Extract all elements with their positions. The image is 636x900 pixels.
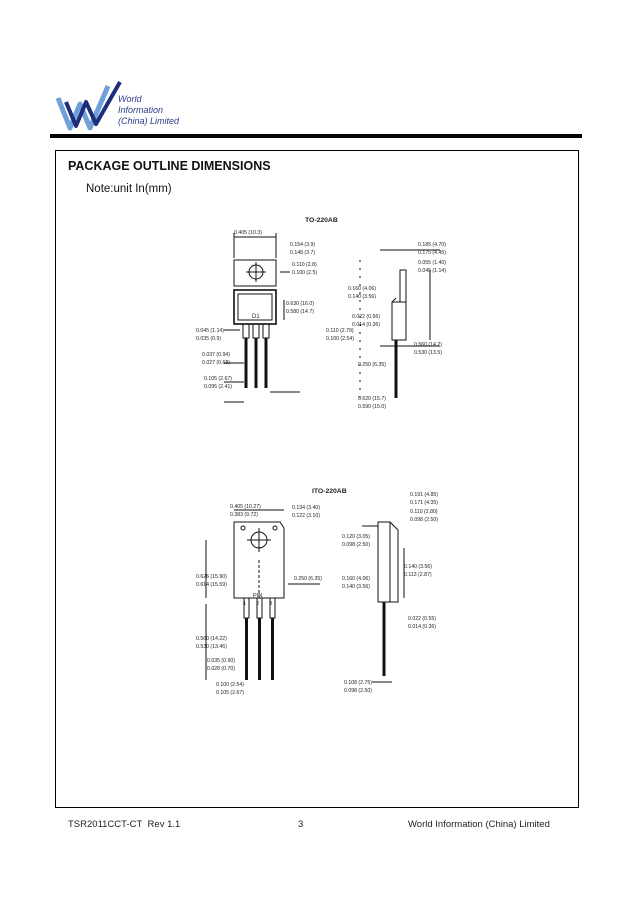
dim-label: 0.250 (6.35) [358,362,386,368]
dim-label: 0.160 (4.06) [342,576,370,582]
logo-line-2: Information [118,105,164,115]
dim-label: 0.140 (3.56) [348,294,376,300]
dim-label: 0.614 (15.59) [196,582,227,588]
to220-body-label: D1 [252,314,260,320]
wi-logo-icon [55,81,122,131]
logo-line-1: World [118,94,142,104]
dim-label: 0.105 (2.67) [204,376,232,382]
dim-label: 0.110 (2.8) [292,262,317,268]
dim-label: 0.530 (13.46) [196,644,227,650]
doc-id: TSR2011CCT-CT [68,819,143,830]
dim-label: 0.108 (2.75) [344,680,372,686]
dim-label: 0.037 (0.94) [202,352,230,358]
content-frame [55,150,579,808]
footer-company: World Information (China) Limited [408,819,550,830]
dim-label: 0.630 (16.0) [286,301,314,307]
dim-label: 0.055 (1.40) [418,260,446,266]
dim-label: 0.014 (0.36) [408,624,436,630]
dim-label: 0.191 (4.85) [410,492,438,498]
section-title: PACKAGE OUTLINE DIMENSIONS [68,159,271,173]
unit-note: Note:unit In(mm) [86,183,172,195]
dim-label: 0.160 (4.06) [348,286,376,292]
dim-label: 0.100 (2.54) [326,336,354,342]
logo-line-3: (China) Limited [118,116,180,126]
dim-label: 0.022 (0.55) [408,616,436,622]
dim-label: 0.405 (10.27) [230,504,261,510]
dim-label: 0.626 (15.90) [196,574,227,580]
ito220-dims-right: 0.191 (4.85) 0.171 (4.35) 0.110 (2.80) 0… [294,492,438,694]
dim-label: 0.530 (13.5) [414,350,442,356]
dim-label: 0.171 (4.35) [410,500,438,506]
dim-label: 0.098 (2.50) [342,542,370,548]
dim-label: 0.027 (0.68) [202,360,230,366]
dim-label: 0.185 (4.70) [418,242,446,248]
dim-label: 0.154 (3.9) [290,242,315,248]
dim-label: 0.095 (2.41) [204,384,232,390]
ito220-pin-label: PIN [253,593,262,599]
dim-label: 0.560 (14.2) [414,342,442,348]
dim-label: 0.580 (14.7) [286,309,314,315]
dim-label: 0.022 (0.56) [352,314,380,320]
to220-dims-right: 0.185 (4.70) 0.175 (4.45) 0.055 (1.40) 0… [326,242,446,410]
ito220-pin-1: 1 [243,601,246,607]
dim-label: 0.113 (2.87) [404,572,432,578]
dim-label: 0.035 (0.90) [207,658,235,664]
dim-label: 0.175 (4.45) [418,250,446,256]
dim-label: 0.035 (0.9) [196,336,221,342]
ito220-front-view [205,509,320,680]
page-number: 3 [298,819,304,830]
dim-label: 0.014 (0.36) [352,322,380,328]
dim-label: 0.250 (6.35) [294,576,322,582]
ito220-title: ITO-220AB [312,488,347,495]
dim-label: 0.110 (2.80) [410,509,438,515]
ito220-dims-left: 0.405 (10.27) 0.383 (9.72) 0.134 (3.40) … [196,504,320,696]
dim-label: 0.098 (2.50) [410,517,438,523]
to220-front-view [224,233,300,403]
to220-title: TO-220AB [305,217,338,224]
dim-label: 0.110 (2.79) [326,328,354,334]
dim-label: 0.405 (10.3) [234,230,262,236]
dim-label: 0.098 (2.50) [344,688,372,694]
dim-label: 0.045 (1.14) [196,328,224,334]
dim-label: 0.028 (0.70) [207,666,235,672]
company-logo [55,80,206,132]
to220-side-view [359,249,440,400]
dim-label: 0.105 (2.67) [216,690,244,696]
dim-label: 0.100 (2.5) [292,270,317,276]
ito220-pin-2: 2 [256,601,259,607]
dim-label: 0.120 (3.05) [342,534,370,540]
ito220-side-view [362,521,405,683]
dim-label: 0.148 (3.7) [290,250,315,256]
ito220-pin-3: 3 [269,601,272,607]
dim-label: 0.140 (3.56) [342,584,370,590]
dim-label: 0.620 (15.7) [358,396,386,402]
header-rule [50,134,582,138]
dim-label: 0.560 (14.22) [196,636,227,642]
dim-label: 0.134 (3.40) [292,505,320,511]
dim-label: 0.383 (9.72) [230,512,258,518]
dim-label: 0.590 (15.0) [358,404,386,410]
doc-revision: Rev 1.1 [147,819,181,830]
dim-label: 0.122 (3.10) [292,513,320,519]
dim-label: 0.100 (2.54) [216,682,244,688]
dim-label: 0.045 (1.14) [418,268,446,274]
dim-label: 0.140 (3.56) [404,564,432,570]
to220-dims-left: 0.405 (10.3) 0.154 (3.9) 0.148 (3.7) 0.1… [196,230,317,390]
logo-wordmark: World Information (China) Limited [118,94,179,127]
footer-doc-id: TSR2011CCT-CT Rev 1.1 [68,819,180,830]
